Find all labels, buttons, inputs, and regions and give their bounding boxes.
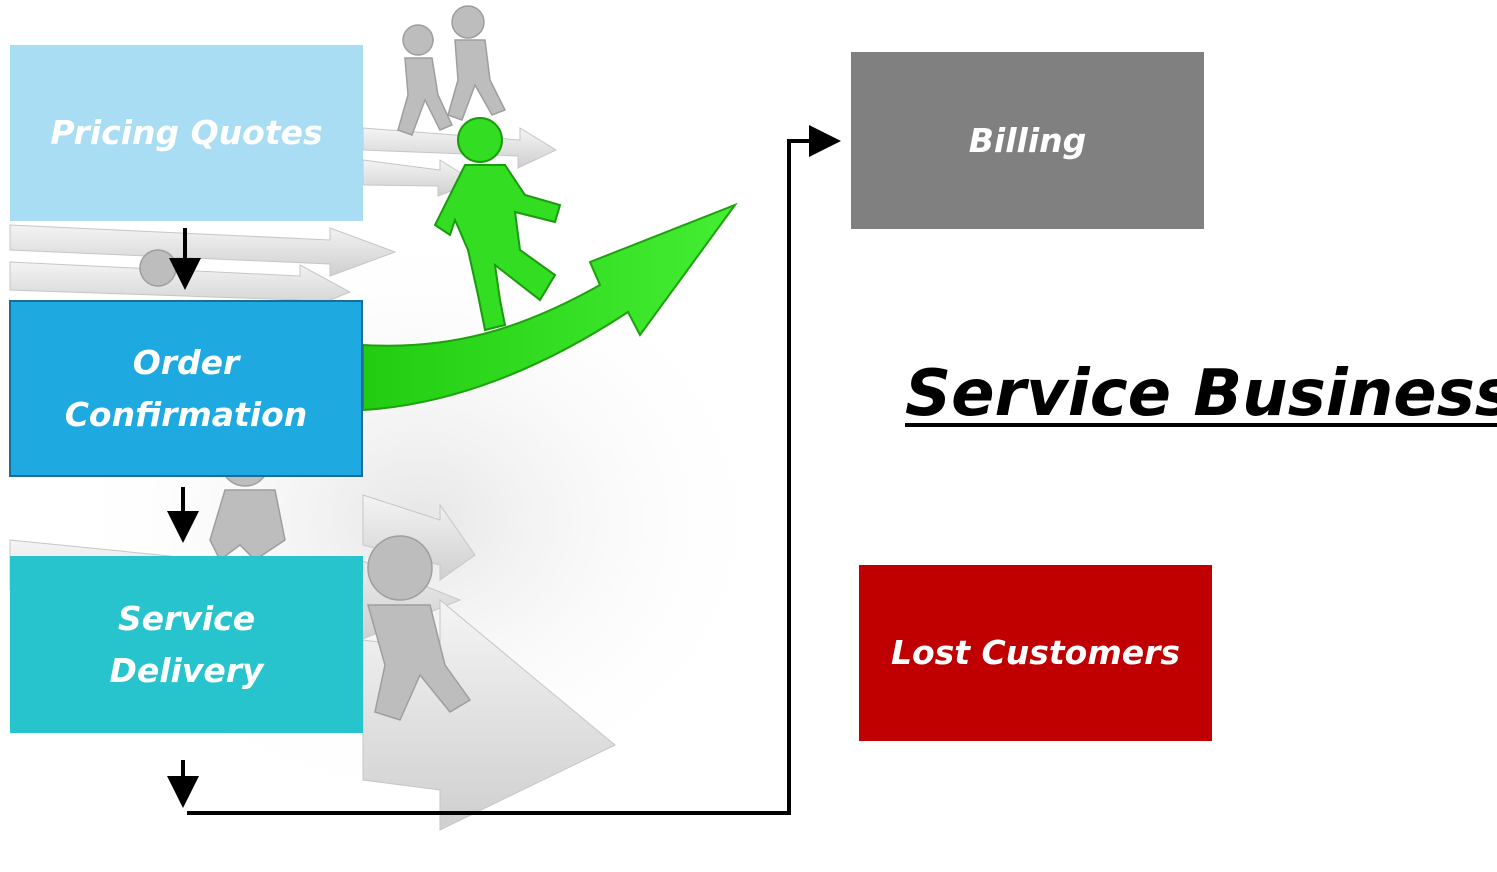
pricing-quotes-box: Pricing Quotes (10, 45, 363, 221)
pricing-quotes-label: Pricing Quotes (50, 113, 323, 152)
service-delivery-box: Service Delivery (10, 556, 363, 733)
order-confirmation-label: Order Confirmation (64, 342, 308, 434)
billing-box: Billing (851, 52, 1204, 229)
service-delivery-label: Service Delivery (109, 598, 264, 690)
page-title: Service Business (905, 357, 1497, 431)
lost-customers-box: Lost Customers (859, 565, 1212, 741)
order-confirmation-box: Order Confirmation (9, 300, 363, 477)
billing-label: Billing (968, 120, 1087, 160)
lost-customers-label: Lost Customers (890, 633, 1181, 672)
